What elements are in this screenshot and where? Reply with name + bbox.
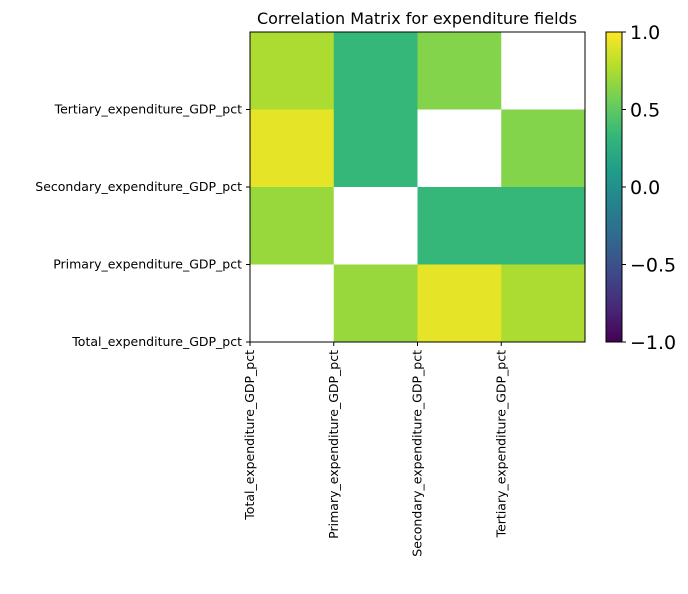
chart-title: Correlation Matrix for expenditure field… [257, 9, 577, 28]
x-axis-ticks: Total_expenditure_GDP_pct Primary_expendi… [242, 342, 508, 557]
heatmap-cell [417, 109, 502, 188]
x-tick-label: Total_expenditure_GDP_pct [242, 350, 257, 521]
x-tick-label: Primary_expenditure_GDP_pct [326, 350, 341, 539]
heatmap-cell [333, 109, 418, 188]
heatmap-cells [250, 32, 586, 343]
y-tick-label: Total_expenditure_GDP_pct [71, 334, 242, 349]
heatmap-cell [250, 32, 335, 110]
x-tick-label: Tertiary_expenditure_GDP_pct [493, 350, 508, 539]
heatmap-cell [250, 264, 335, 343]
heatmap-cell [333, 264, 418, 343]
colorbar-tick-label: −1.0 [630, 332, 676, 354]
heatmap-cell [501, 187, 586, 265]
colorbar-tick-label: 0.0 [630, 177, 660, 199]
heatmap-cell [333, 187, 418, 265]
heatmap-cell [501, 264, 586, 343]
heatmap-cell [250, 187, 335, 265]
heatmap-cell [417, 187, 502, 265]
heatmap-cell [250, 109, 335, 188]
heatmap-cell [333, 32, 418, 110]
colorbar-tick-label: −0.5 [630, 255, 676, 277]
heatmap-cell [417, 264, 502, 343]
heatmap-cell [501, 32, 586, 110]
y-axis-ticks: Total_expenditure_GDP_pct Primary_expendi… [35, 102, 250, 349]
y-tick-label: Tertiary_expenditure_GDP_pct [54, 102, 243, 117]
heatmap-cell [501, 109, 586, 188]
y-tick-label: Primary_expenditure_GDP_pct [53, 257, 242, 272]
colorbar-tick-label: 0.5 [630, 100, 660, 122]
colorbar [605, 31, 623, 343]
heatmap-cell [417, 32, 502, 110]
y-tick-label: Secondary_expenditure_GDP_pct [35, 179, 242, 194]
colorbar-ticks: 1.0 0.5 0.0 −0.5 −1.0 [622, 22, 676, 354]
colorbar-tick-label: 1.0 [630, 22, 660, 44]
x-tick-label: Secondary_expenditure_GDP_pct [410, 350, 425, 557]
